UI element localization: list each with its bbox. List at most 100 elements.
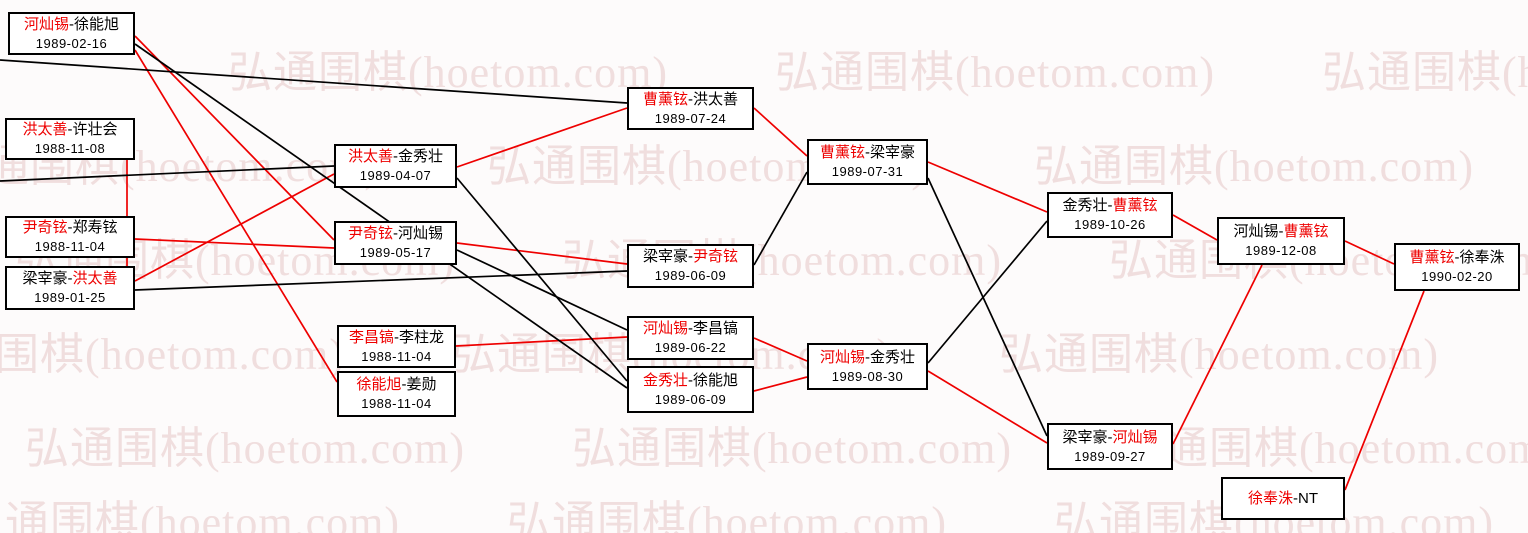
match-players: 金秀壮-徐能旭 [643, 371, 738, 390]
player-name: 梁宰豪 [870, 144, 916, 161]
match-players: 梁宰豪-河灿锡 [1062, 428, 1157, 447]
match-box-k[interactable]: 河灿锡-李昌镐 1989-06-22 [627, 316, 754, 360]
match-box-h[interactable]: 徐能旭-姜勋 1988-11-04 [337, 371, 456, 417]
match-date: 1989-06-22 [654, 340, 727, 355]
player-separator: - [1107, 428, 1113, 446]
connector-m-p [927, 177, 1048, 437]
player-name: 徐能旭 [74, 15, 120, 33]
player-separator: - [688, 320, 693, 337]
player-separator: - [393, 148, 398, 165]
player-separator: - [688, 248, 693, 265]
player-separator: - [865, 144, 870, 161]
match-date: 1989-06-09 [654, 268, 727, 283]
player-name: 金秀壮 [870, 348, 916, 366]
connector-q-r [1344, 240, 1395, 265]
connector-offscreen-e [0, 165, 335, 182]
match-date: 1988-11-08 [34, 141, 106, 156]
player-name: 河灿锡 [398, 225, 444, 242]
match-box-b[interactable]: 洪太善-许壮会 1988-11-08 [5, 118, 135, 160]
match-players: 尹奇铉-河灿锡 [348, 224, 443, 243]
player-name: NT [1298, 490, 1318, 507]
match-date: 1989-12-08 [1245, 243, 1317, 258]
player-name: 金秀壮 [398, 148, 444, 165]
player-separator: - [393, 225, 398, 242]
player-name: 徐奉洙 [1459, 249, 1505, 266]
match-players: 河灿锡-金秀壮 [820, 348, 915, 367]
connector-d-e [134, 173, 335, 282]
match-box-s[interactable]: 徐奉洙-NT [1221, 477, 1345, 520]
connector-offscreen-i [0, 59, 628, 104]
connector-a-f [134, 35, 335, 241]
match-players: 尹奇铉-郑寿铉 [22, 218, 117, 237]
connector-k-n [753, 337, 808, 362]
player-name-winner: 河灿锡 [1112, 428, 1158, 446]
player-name-winner: 洪太善 [72, 270, 118, 287]
player-name: 郑寿铉 [72, 219, 118, 236]
match-box-o[interactable]: 金秀壮-曹薰铉 1989-10-26 [1047, 192, 1173, 238]
player-name-winner: 河灿锡 [642, 320, 688, 337]
player-separator: - [688, 90, 693, 108]
connector-l-n [753, 376, 808, 392]
player-name-winner: 洪太善 [347, 148, 393, 165]
player-separator: - [865, 348, 870, 366]
player-name-winner: 徐能旭 [356, 376, 402, 393]
player-name-winner: 曹薰铉 [1112, 197, 1158, 214]
match-players: 曹薰铉-梁宰豪 [820, 143, 915, 162]
match-players: 曹薰铉-徐奉洙 [1409, 248, 1504, 267]
player-separator: - [394, 328, 399, 346]
player-name-winner: 河灿锡 [23, 15, 69, 33]
match-date: 1988-11-04 [361, 396, 432, 411]
player-name-winner: 尹奇铉 [22, 219, 68, 236]
player-name-winner: 尹奇铉 [347, 225, 393, 242]
connector-e-i [456, 107, 628, 168]
match-date: 1989-06-09 [654, 391, 727, 407]
player-separator: - [1278, 223, 1284, 240]
connector-o-q [1172, 214, 1218, 241]
match-players: 徐奉洙-NT [1248, 489, 1318, 508]
match-date: 1989-10-26 [1074, 217, 1146, 232]
player-name: 梁宰豪 [1062, 428, 1108, 446]
connector-a-l [134, 43, 628, 389]
match-players: 金秀壮-曹薰铉 [1062, 196, 1157, 215]
match-date: 1988-11-04 [361, 348, 432, 364]
connector-d-j [134, 270, 628, 291]
player-separator: - [1293, 490, 1298, 507]
player-separator: - [401, 376, 407, 393]
connector-n-o [927, 220, 1048, 364]
match-date: 1989-07-24 [654, 110, 727, 126]
match-date: 1989-01-25 [34, 290, 106, 305]
player-name: 梁宰豪 [642, 248, 688, 265]
match-date: 1989-09-27 [1074, 448, 1146, 464]
player-name: 洪太善 [693, 90, 739, 108]
match-players: 洪太善-许壮会 [22, 120, 117, 139]
match-box-r[interactable]: 曹薰铉-徐奉洙 1990-02-20 [1394, 243, 1520, 291]
player-name: 梁宰豪 [22, 270, 68, 287]
match-date: 1990-02-20 [1421, 269, 1493, 284]
player-name-winner: 曹薰铉 [642, 90, 688, 108]
player-name: 金秀壮 [1062, 197, 1108, 214]
player-name: 徐能旭 [693, 371, 739, 389]
player-name: 李昌镐 [693, 320, 739, 337]
player-separator: - [1454, 249, 1460, 266]
match-players: 李昌镐-李柱龙 [349, 328, 444, 347]
match-players: 曹薰铉-洪太善 [643, 90, 738, 109]
match-players: 洪太善-金秀壮 [348, 147, 443, 166]
connector-f-j [456, 242, 628, 265]
connector-n-p [927, 370, 1048, 444]
match-players: 徐能旭-姜勋 [356, 375, 436, 394]
